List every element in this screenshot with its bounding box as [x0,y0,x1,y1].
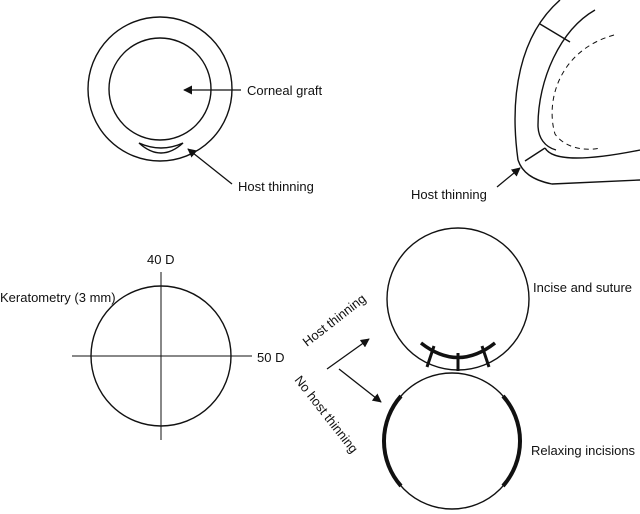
branch-arrow-lower [338,368,382,403]
vertical-power-label: 40 D [147,252,174,267]
host-thinning-label-top: Host thinning [238,179,314,194]
outer-corneal-surface [514,0,561,161]
host-thinning-label-side: Host thinning [411,187,487,202]
host-thinning-branch-label: Host thinning [300,291,369,350]
relaxing-incisions-label: Relaxing incisions [531,443,636,458]
treatment-branches: Host thinning No host thinning [292,291,382,456]
relaxing-incisions-circle [383,372,521,510]
thinning-pointer-arrow [187,148,233,185]
graft-junction-upper [539,23,571,43]
inner-graft-surface [537,9,596,151]
graft-cross-section: Host thinning [411,0,640,202]
host-thinning-crescent [138,142,184,154]
inner-host-surface [544,147,640,159]
keratometry-label: Keratometry (3 mm) [0,290,116,305]
branch-arrow-upper [326,338,370,370]
incise-suture-label: Incise and suture [533,280,632,295]
host-cornea-outline [87,16,233,162]
relaxing-incisions-diagram: Relaxing incisions [382,372,636,510]
graft-front-view: Corneal graft Host thinning [87,16,323,194]
graft-junction-lower [524,147,546,162]
incise-suture-diagram: Incise and suture [386,227,632,371]
corneal-graft-label: Corneal graft [247,83,323,98]
keratometry-diagram: Keratometry (3 mm) 40 D 50 D [0,252,284,440]
corneal-graft-circle [108,37,212,141]
relaxing-incision-left [382,394,403,488]
thinned-host-stroma [517,159,640,185]
thinning-pointer-arrow-side [496,167,521,188]
no-host-thinning-branch-label: No host thinning [292,373,362,456]
suture-1 [425,345,436,368]
original-contour-dashed [551,34,615,150]
suture-3 [480,345,491,368]
horizontal-power-label: 50 D [257,350,284,365]
incise-suture-circle [386,227,530,371]
relaxing-incision-right [501,394,522,488]
